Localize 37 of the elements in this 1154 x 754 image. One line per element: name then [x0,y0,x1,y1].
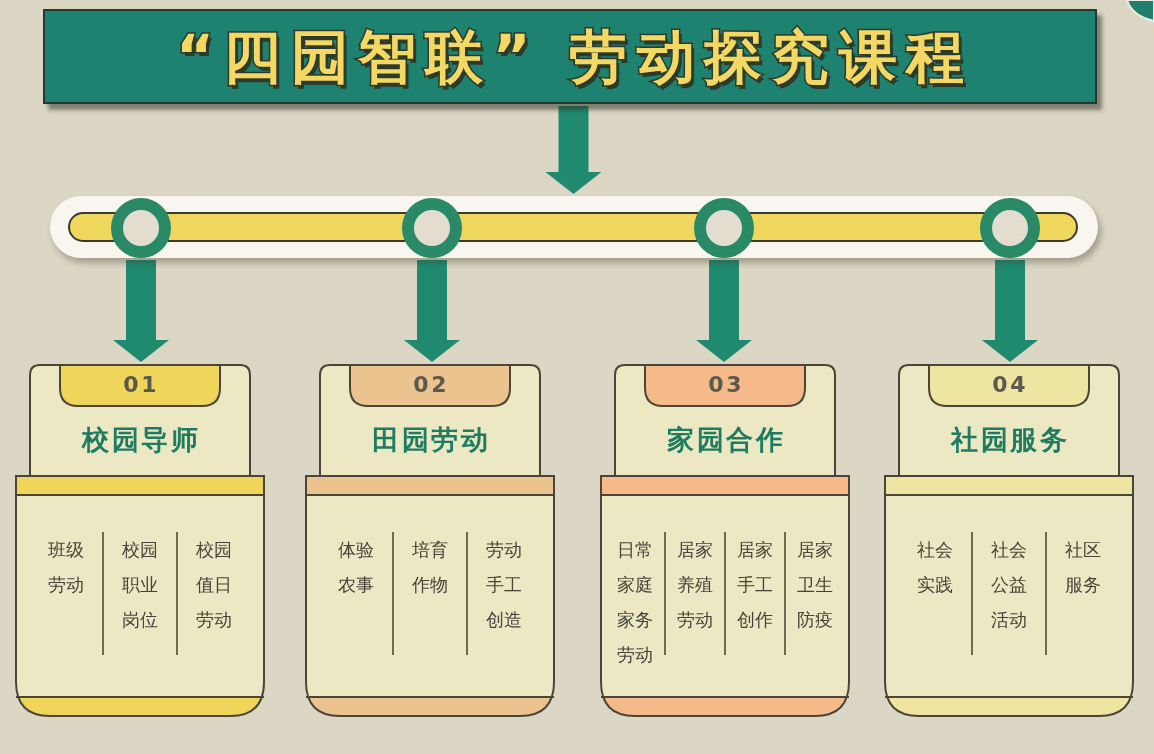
ring-marker [980,198,1040,258]
title-text: “四园智联” 劳动探究课程 [175,21,974,92]
card-number: 01 [122,371,160,399]
course-item: 校园职业岗位 [122,538,158,632]
course-item: 居家卫生防疫 [797,538,833,632]
card [305,364,555,718]
block-arrow [696,260,752,362]
course-item: 班级劳动 [48,538,84,597]
course-item: 社会实践 [917,538,953,597]
block-arrow [545,106,602,194]
course-item: 体验农事 [338,538,374,597]
card [600,364,850,718]
card [884,364,1134,718]
course-item: 社区服务 [1065,538,1101,597]
course-item: 劳动手工创造 [486,538,522,632]
ring-marker [111,198,171,258]
timeline-bar [50,196,1098,258]
ring-marker [402,198,462,258]
course-item: 社会公益活动 [991,538,1027,632]
course-item: 培育作物 [412,538,448,597]
card-number: 03 [707,371,745,399]
course-item: 居家手工创作 [737,538,773,632]
card-title: 校园导师 [80,423,201,457]
block-arrow [404,260,460,362]
block-arrow [982,260,1038,362]
course-item: 校园值日劳动 [196,538,232,632]
ring-marker [694,198,754,258]
title-banner [43,9,1097,104]
block-arrow [113,260,169,362]
course-item: 日常家庭家务劳动 [617,538,653,667]
card [15,364,265,718]
card-number: 02 [412,371,450,399]
card-number: 04 [991,371,1029,399]
course-item: 居家养殖劳动 [677,538,713,632]
card-title: 田园劳动 [370,423,491,457]
card-title: 家园合作 [665,423,786,457]
card-title: 社园服务 [949,423,1070,457]
